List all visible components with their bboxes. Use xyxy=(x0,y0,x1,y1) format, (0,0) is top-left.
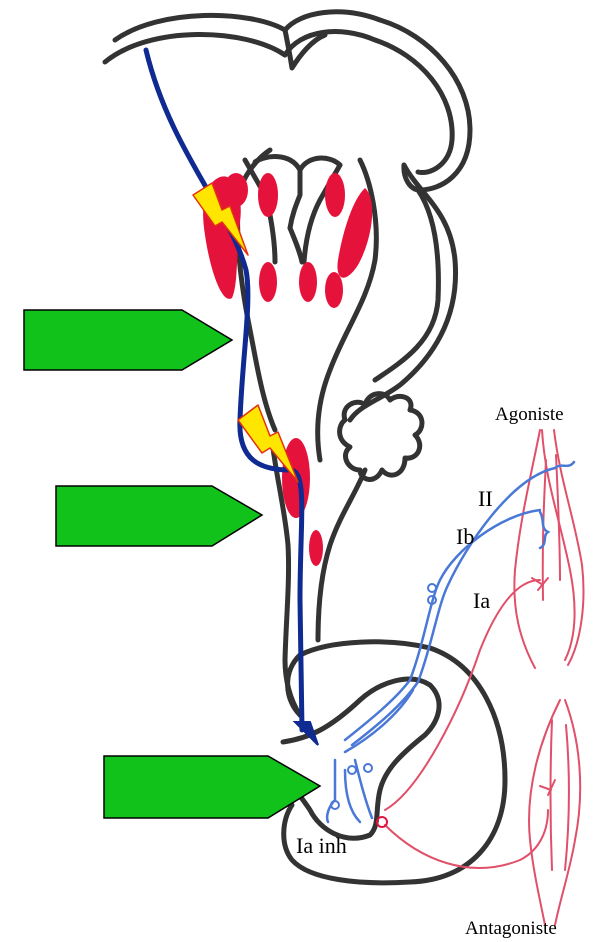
cns-outline xyxy=(105,12,505,883)
agonist-label: Agoniste xyxy=(495,404,564,426)
antagonist-label: Antagoniste xyxy=(465,918,557,940)
descending-pathway-arrow xyxy=(146,50,318,745)
green-arrow-marker xyxy=(56,486,262,546)
green-arrow-marker xyxy=(24,310,232,370)
fiber-ib-label: Ib xyxy=(456,524,474,550)
fiber-ii-label: II xyxy=(478,486,493,512)
fiber-ia-label: Ia xyxy=(473,588,490,614)
ia-inhibitory-label: Ia inh xyxy=(296,833,347,859)
